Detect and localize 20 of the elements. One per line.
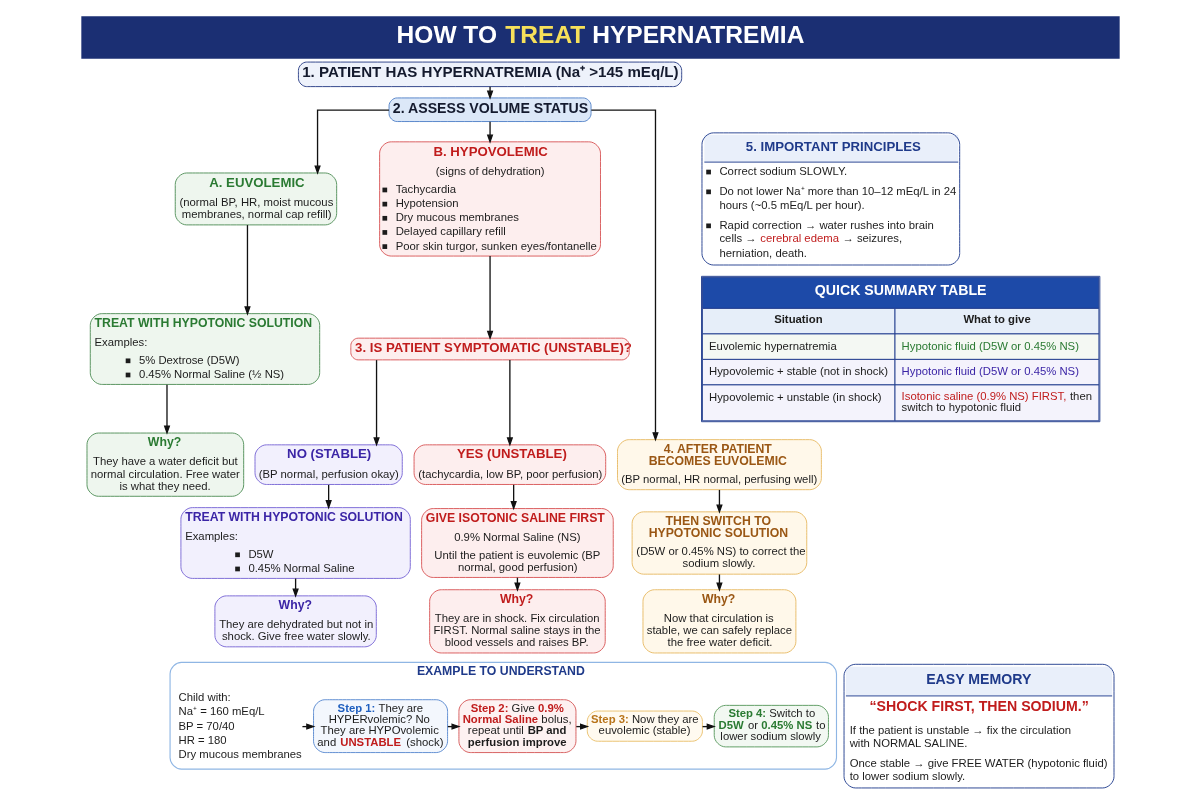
label: Hypovolemic + stable (not in shock) [708,365,888,378]
label: Situation [773,313,823,326]
label: Hypovolemic + unstable (in shock) [708,390,882,403]
label: Hypotonic fluid (D5W or 0.45% NS) [901,339,1079,352]
arrow [313,109,390,175]
arrow [163,384,170,435]
label: QUICK SUMMARY TABLE [814,282,987,299]
label: Hypotonic fluid (D5W or 0.45% NS) [901,365,1079,378]
label: What to give [962,313,1031,326]
diagram-title: HOW TO TREAT HYPERNATREMIA [396,20,804,48]
arrow [372,359,380,447]
node-text: Child with: Na⁺ = 160 mEq/L BP = 70/40 HR = 180 Dry mucous membranes [178,691,302,760]
arrow [486,255,493,341]
arrow [506,359,513,447]
arrow [486,86,493,100]
label: Euvolemic hypernatremia [708,339,837,352]
arrow [590,109,659,442]
arrow [486,121,493,144]
arrow [243,224,251,316]
label: Isotonic saline (0.9% NS) FIRST, then switch to hypotonic fluid [901,389,1092,413]
